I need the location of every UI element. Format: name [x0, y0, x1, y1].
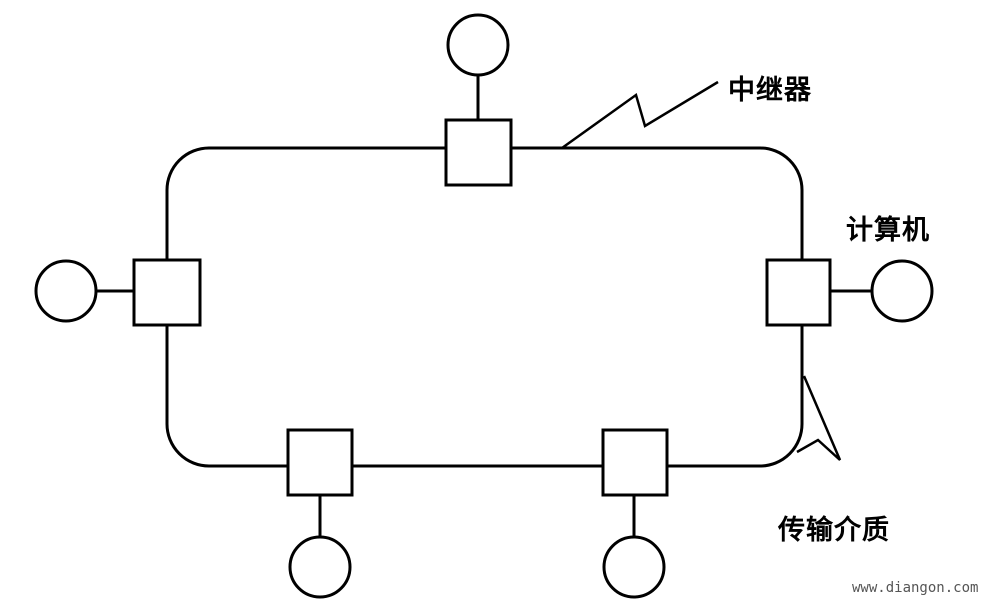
computer-label: 计算机: [846, 215, 930, 246]
repeater-top: [444, 118, 513, 187]
computer-top: [446, 13, 510, 77]
repeater-leader-line: [561, 80, 719, 150]
computer-right: [870, 259, 934, 323]
repeater-bottom-left: [286, 428, 354, 497]
computer-bottom-left: [288, 535, 352, 599]
medium-label: 传输介质: [778, 515, 890, 546]
watermark: www.diangon.com: [852, 580, 979, 596]
repeater-left: [132, 258, 202, 327]
repeater-label: 中继器: [728, 75, 812, 106]
computer-bottom-right: [602, 535, 666, 599]
medium-leader-line: [796, 375, 842, 461]
repeater-right: [765, 258, 832, 327]
repeater-bottom-right: [601, 428, 669, 497]
ring-medium: [165, 146, 804, 468]
computer-left: [34, 259, 98, 323]
